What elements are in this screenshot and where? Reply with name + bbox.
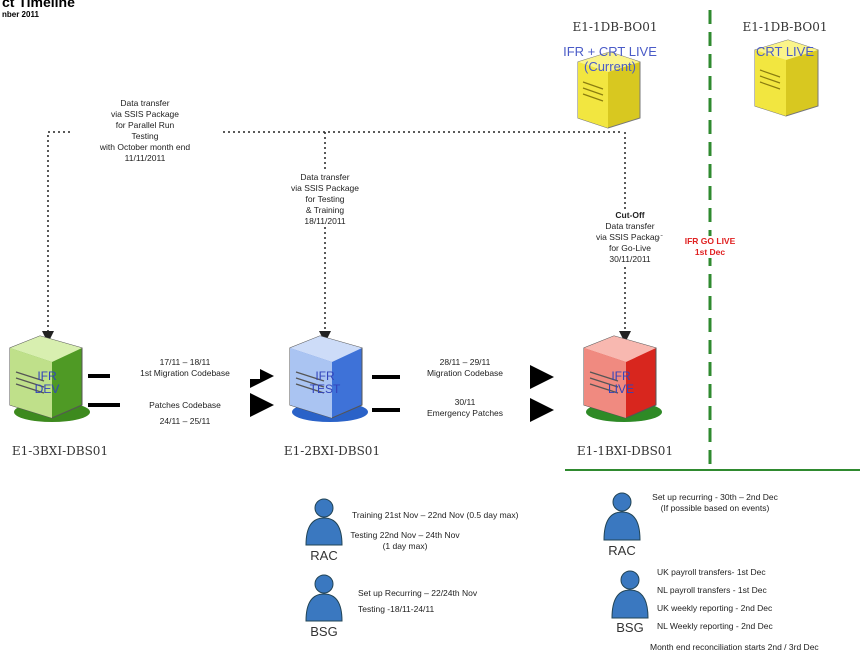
person-label-bsg-right: BSG bbox=[616, 620, 644, 635]
top-server-caption-2: CRT LIVE bbox=[755, 44, 815, 59]
transfer-line-dev bbox=[42, 131, 620, 343]
yellow-server-icon bbox=[577, 51, 641, 129]
transfer-note-test: Data transfer via SSIS Package for Testi… bbox=[270, 172, 380, 227]
person-icon bbox=[305, 574, 343, 622]
page-subtitle: nber 2011 bbox=[2, 10, 39, 19]
bsg-left-recurring: Set up Recurring – 22/24th Nov bbox=[358, 588, 478, 598]
arrow-label-dev-test-3: 24/11 – 25/11 bbox=[159, 416, 211, 426]
transfer-note-dev: Data transfer via SSIS Package for Paral… bbox=[70, 98, 220, 164]
server-name-dev: E1-3BXI-DBS01 bbox=[11, 444, 109, 458]
person-icon bbox=[305, 498, 343, 546]
person-label-rac-right: RAC bbox=[608, 543, 636, 558]
server-label-dev: IFR DEV bbox=[34, 369, 60, 396]
bsg-right-line-2: NL payroll transfers - 1st Dec bbox=[657, 585, 767, 595]
cutoff-label: Cut-Off bbox=[575, 210, 685, 221]
bsg-right-line-1: UK payroll transfers- 1st Dec bbox=[657, 567, 766, 577]
yellow-server-icon bbox=[754, 39, 819, 117]
rac-left-training: Training 21st Nov – 22nd Nov (0.5 day ma… bbox=[352, 510, 519, 520]
server-label-live: IFR LIVE bbox=[607, 369, 634, 396]
server-name-live: E1-1BXI-DBS01 bbox=[576, 444, 674, 458]
arrow-label-test-live-2: 30/11 Emergency Patches bbox=[400, 397, 530, 419]
go-live-label: IFR GO LIVE 1st Dec bbox=[660, 236, 760, 258]
server-label-test: IFR TEST bbox=[309, 369, 341, 396]
rac-left-testing: Testing 22nd Nov – 24th Nov (1 day max) bbox=[350, 530, 460, 551]
top-server-name-2: E1-1DB-BO01 bbox=[742, 20, 828, 34]
bsg-right-line-3: UK weekly reporting - 2nd Dec bbox=[657, 603, 773, 613]
live-server-icon bbox=[583, 335, 662, 422]
bsg-left-testing: Testing -18/11-24/11 bbox=[358, 604, 435, 614]
person-icon bbox=[611, 570, 649, 619]
page-title: ct Timeline bbox=[2, 0, 75, 10]
arrow-label-test-live-1: 28/11 – 29/11 Migration Codebase bbox=[400, 357, 530, 379]
person-label-rac-left: RAC bbox=[310, 548, 338, 563]
server-name-test: E1-2BXI-DBS01 bbox=[283, 444, 381, 458]
top-server-caption-1: IFR + CRT LIVE (Current) bbox=[563, 44, 657, 74]
bsg-right-line-4: NL Weekly reporting - 2nd Dec bbox=[657, 621, 773, 631]
arrow-label-dev-test-1: 17/11 – 18/11 1st Migration Codebase bbox=[110, 357, 260, 379]
top-server-name-1: E1-1DB-BO01 bbox=[572, 20, 658, 34]
arrow-label-dev-test-2: Patches Codebase bbox=[120, 400, 250, 411]
test-server-icon bbox=[289, 335, 368, 422]
person-icon bbox=[603, 492, 641, 541]
dev-server-icon bbox=[9, 335, 90, 422]
bsg-right-line-5: Month end reconciliation starts 2nd / 3r… bbox=[650, 642, 819, 652]
person-label-bsg-left: BSG bbox=[310, 624, 338, 639]
rac-right-recurring: Set up recurring - 30th – 2nd Dec (If po… bbox=[652, 492, 778, 513]
